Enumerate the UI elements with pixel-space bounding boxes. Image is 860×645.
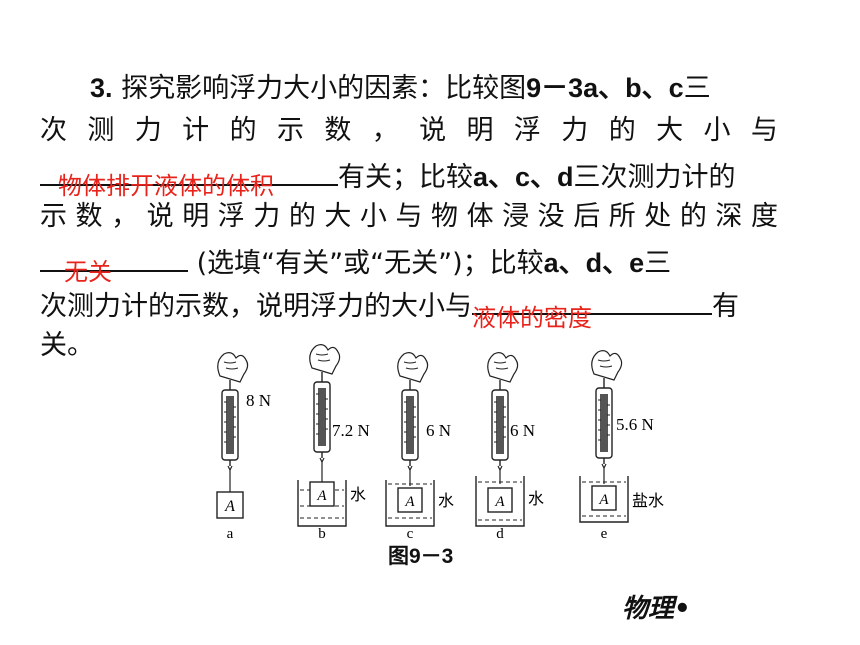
- panel-b: 7.2 N A 水 b: [297, 343, 370, 540]
- line2-char: 示: [276, 115, 304, 146]
- answer-3: 液体的密度: [472, 304, 592, 332]
- panel-e: 5.6 N A 盐水 e: [579, 349, 664, 540]
- line2-char: 测: [87, 115, 115, 146]
- figure-ref-acd: a、c、d: [473, 162, 574, 192]
- answer-blank-3: [472, 283, 712, 315]
- answer-blank-1: [40, 154, 338, 186]
- line1-text: 探究影响浮力大小的因素：比较图: [121, 73, 527, 104]
- liquid-e: 盐水: [632, 492, 664, 510]
- line2-char: 浮: [513, 115, 541, 146]
- line2-char: 数: [324, 115, 352, 146]
- liquid-c: 水: [438, 492, 454, 510]
- reading-c: 6 N: [426, 421, 451, 440]
- question-line-7: 关。: [40, 326, 778, 366]
- panel-label-e: e: [601, 526, 608, 540]
- line4-char: 与: [395, 201, 423, 232]
- panel-c: 6 N A 水 c: [385, 351, 454, 540]
- question-line-6: 次测力计的示数，说明浮力的大小与 有: [40, 283, 778, 327]
- line1-end: 三: [683, 73, 711, 104]
- subject-footer: 物理•: [622, 594, 691, 624]
- line4-char: 的: [679, 201, 707, 232]
- line2-char: 力: [134, 115, 162, 146]
- panel-d: 6 N A 水 d: [475, 351, 544, 540]
- question-number: 3.: [90, 73, 113, 103]
- line2-char: 明: [466, 115, 494, 146]
- answer-1: 物体排开液体的体积: [58, 172, 274, 200]
- panel-label-d: d: [496, 526, 504, 540]
- panel-label-c: c: [407, 526, 414, 540]
- line2-char: 次: [40, 115, 67, 146]
- answer-2: 无关: [64, 258, 112, 286]
- question-line-2: 次测力计的示数，说明浮力的大小与: [40, 111, 778, 151]
- line6-text: 次测力计的示数，说明浮力的大小与: [40, 291, 472, 322]
- spring-scale-figure: 8 N A a 7.2 N A 水 b 6 N A 水 c 6 N: [216, 343, 664, 540]
- line2-char: 与: [750, 115, 778, 146]
- figure-ref-ade: a、d、e: [543, 248, 645, 278]
- liquid-d: 水: [528, 490, 544, 508]
- object-label-a: A: [224, 498, 235, 515]
- line4-char: 大: [324, 201, 352, 232]
- line4-char: 浮: [217, 201, 245, 232]
- line4-char: 度: [750, 201, 778, 232]
- line4-char: ，: [111, 201, 139, 232]
- question-line-4: 示数，说明浮力的大小与物体浸没后所处的深度: [40, 197, 778, 237]
- line4-char: 的: [288, 201, 316, 232]
- line4-char: 浸: [502, 201, 530, 232]
- line3-end: 三次测力计的: [573, 162, 736, 193]
- line4-char: 示: [40, 201, 67, 232]
- line4-char: 深: [715, 201, 743, 232]
- line2-char: 力: [561, 115, 589, 146]
- line2-char: 大: [656, 115, 684, 146]
- line4-char: 后: [573, 201, 601, 232]
- object-label-b: A: [316, 488, 327, 504]
- line4-char: 没: [537, 201, 565, 232]
- line4-char: 小: [359, 201, 387, 232]
- line2-char: ，: [371, 115, 399, 146]
- question-line-3: 有关；比较a、c、d三次测力计的: [40, 154, 778, 198]
- line4-char: 数: [75, 201, 103, 232]
- line2-char: 的: [229, 115, 257, 146]
- object-a: [216, 491, 244, 519]
- line3-text: 有关；比较: [338, 162, 473, 193]
- question-line-1: 3. 探究影响浮力大小的因素：比较图9－3a、b、c三: [90, 68, 778, 109]
- reading-b: 7.2 N: [332, 421, 370, 440]
- question-line-5: (选填“有关”或“无关”)；比较a、d、e三: [40, 240, 778, 284]
- line2-char: 计: [182, 115, 210, 146]
- line2-char: 的: [608, 115, 636, 146]
- line4-char: 明: [182, 201, 210, 232]
- object-label-d: A: [494, 494, 505, 510]
- figure-caption: 图9－3: [388, 545, 454, 568]
- object-label-e: A: [598, 492, 609, 508]
- line4-char: 处: [644, 201, 672, 232]
- line4-char: 体: [466, 201, 494, 232]
- line2-char: 小: [703, 115, 731, 146]
- line4-char: 说: [146, 201, 174, 232]
- line7-text: 关。: [40, 330, 94, 361]
- panel-label-b: b: [318, 526, 326, 540]
- answer-blank-2: [40, 240, 188, 272]
- line4-char: 所: [608, 201, 636, 232]
- line4-char: 物: [431, 201, 459, 232]
- line5-end: 三: [644, 248, 672, 279]
- panel-a: 8 N A a: [216, 351, 271, 540]
- line5-text: (选填“有关”或“无关”)；比较: [188, 248, 544, 279]
- line2-char: 说: [419, 115, 447, 146]
- panel-label-a: a: [227, 526, 234, 540]
- reading-d: 6 N: [510, 421, 535, 440]
- line4-char: 力: [253, 201, 281, 232]
- line6-end: 有: [712, 291, 739, 322]
- figure-ref-abc: 9－3a、b、c: [526, 73, 684, 103]
- object-label-c: A: [404, 494, 415, 510]
- liquid-b: 水: [350, 486, 366, 504]
- reading-e: 5.6 N: [616, 415, 654, 434]
- reading-a: 8 N: [246, 391, 271, 410]
